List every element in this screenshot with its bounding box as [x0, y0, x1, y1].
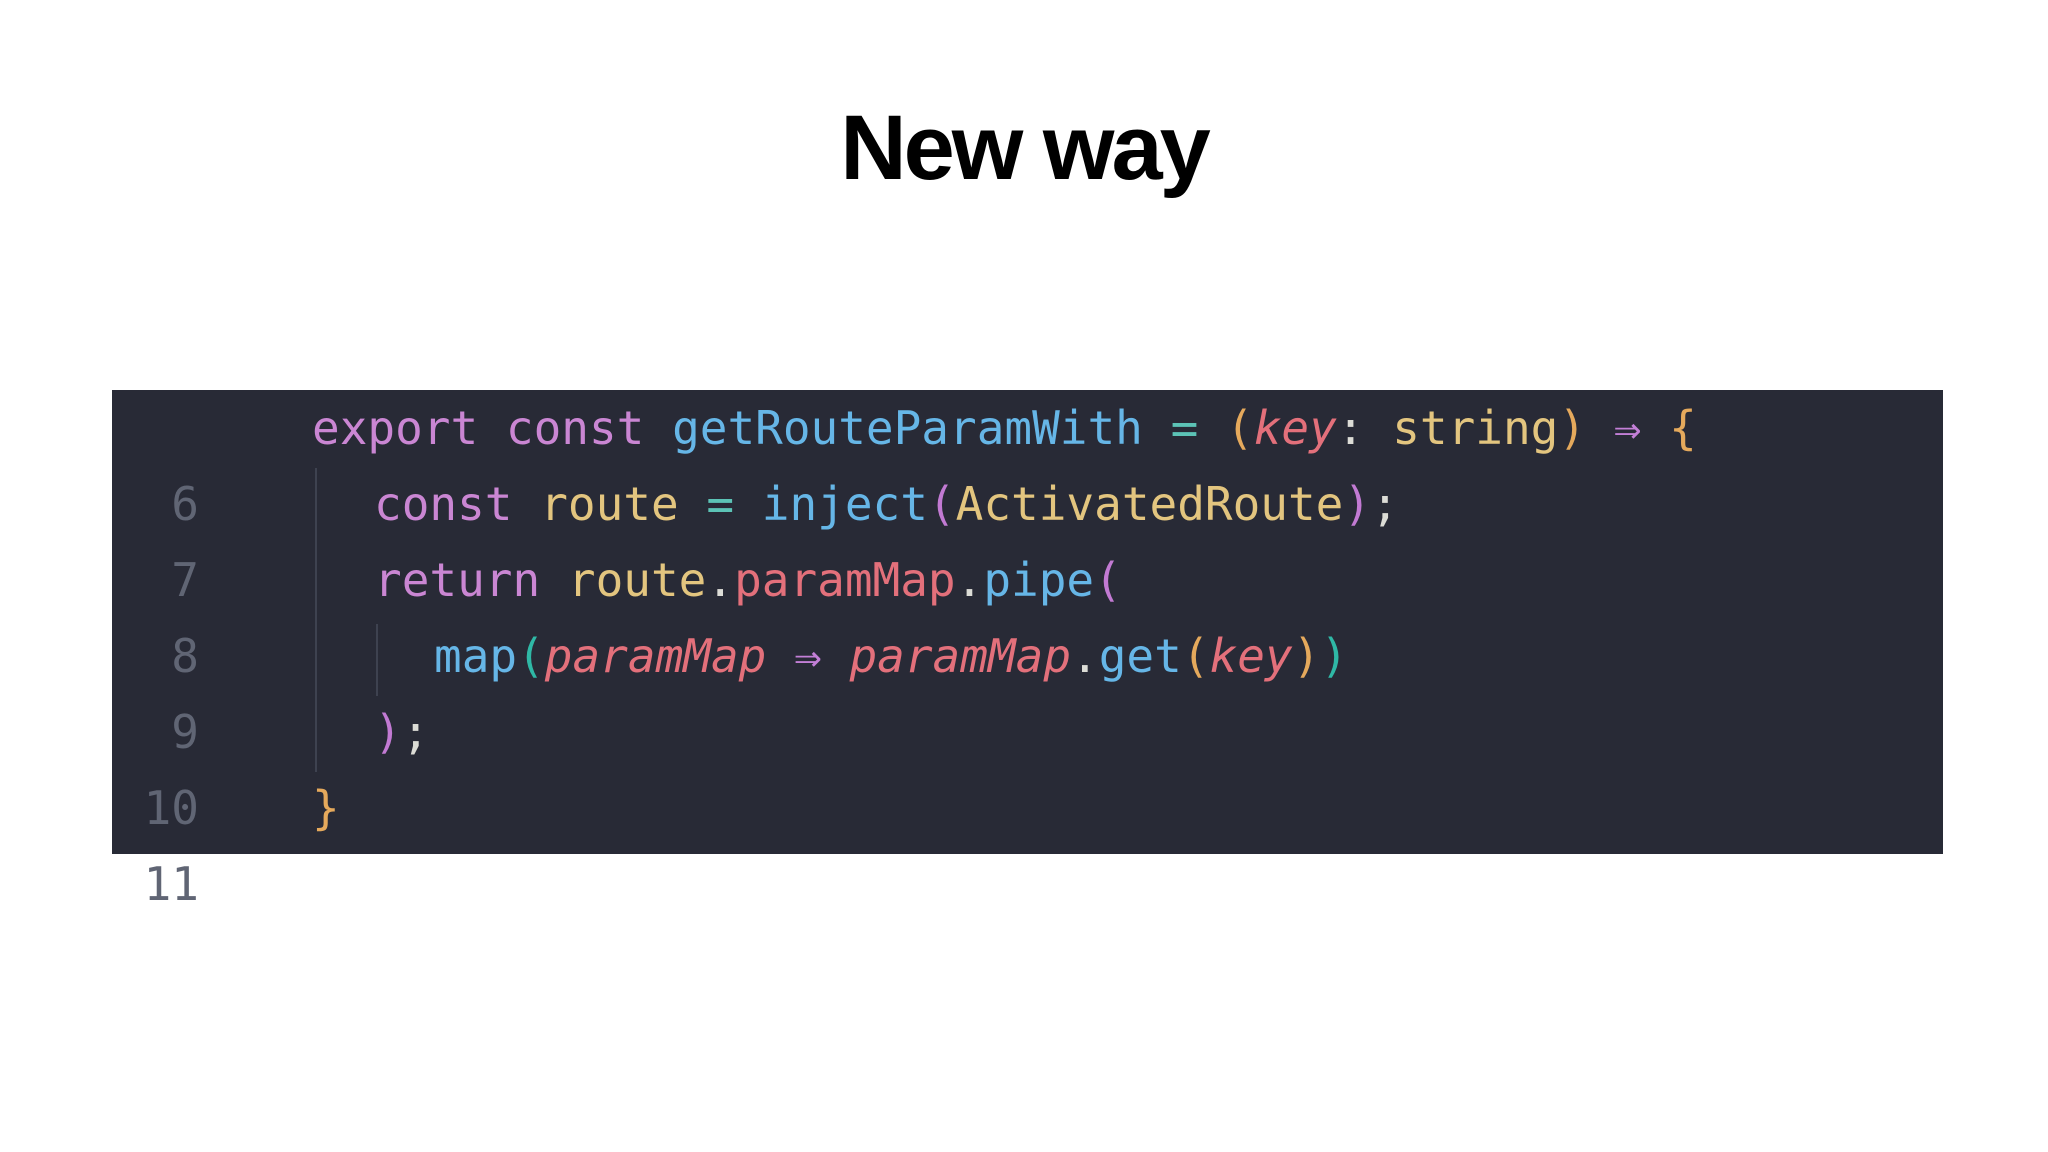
space — [1641, 401, 1669, 455]
keyword-token: return — [374, 553, 541, 607]
line-content: } — [312, 770, 340, 846]
space — [540, 553, 568, 607]
space — [478, 401, 506, 455]
space — [512, 477, 540, 531]
slide-title: New way — [840, 97, 1211, 199]
paren-token: ) — [1292, 629, 1321, 683]
paren-token: ( — [1094, 553, 1122, 607]
brace-token: } — [312, 781, 340, 835]
paren-token: ) — [1320, 629, 1349, 683]
space — [1143, 401, 1171, 455]
keyword-token: const — [505, 401, 645, 455]
line-number: 7 — [171, 553, 199, 607]
space — [822, 629, 850, 683]
type-token: string — [1392, 401, 1559, 455]
paren-token: ( — [1225, 401, 1254, 455]
code-line: 10 ); — [112, 694, 1943, 835]
paren-token: ( — [1181, 629, 1210, 683]
line-content: return route.paramMap.pipe( — [374, 542, 1122, 618]
code-line: 6 export const getRouteParamWith = (key:… — [112, 390, 1943, 531]
function-call-token: inject — [761, 477, 928, 531]
punctuation-token: . — [706, 553, 735, 607]
parameter-token: paramMap — [849, 629, 1072, 683]
function-call-token: pipe — [983, 553, 1095, 607]
punctuation-token: . — [1071, 629, 1099, 683]
line-content: map(paramMap ⇒ paramMap.get(key)) — [434, 618, 1348, 694]
line-content: export const getRouteParamWith = (key: s… — [312, 390, 1697, 466]
line-number: 10 — [143, 781, 199, 835]
operator-token: = — [1170, 401, 1199, 455]
indent-guide — [315, 468, 317, 772]
function-name-token: getRouteParamWith — [672, 401, 1143, 455]
line-number: 11 — [143, 857, 199, 911]
parameter-token: paramMap — [544, 629, 767, 683]
space — [1198, 401, 1226, 455]
keyword-token: const — [374, 477, 513, 531]
paren-token: ) — [1558, 401, 1587, 455]
space — [1364, 401, 1392, 455]
code-line: 7 const route = inject(ActivatedRoute); — [112, 466, 1943, 607]
variable-token: route — [540, 477, 679, 531]
line-number: 8 — [171, 629, 199, 683]
punctuation-token: ; — [401, 705, 430, 759]
space — [1586, 401, 1614, 455]
arrow-token: ⇒ — [794, 629, 822, 683]
line-content: ); — [374, 694, 429, 770]
paren-token: ) — [374, 705, 402, 759]
paren-token: ( — [517, 629, 545, 683]
parameter-token: key — [1209, 629, 1293, 683]
space — [679, 477, 707, 531]
space — [734, 477, 762, 531]
space — [644, 401, 672, 455]
code-line: 11 } — [112, 770, 1943, 911]
function-call-token: get — [1098, 629, 1182, 683]
punctuation-token: : — [1336, 401, 1365, 455]
function-call-token: map — [434, 629, 518, 683]
punctuation-token: . — [955, 553, 984, 607]
indent-guide — [376, 624, 378, 696]
operator-token: = — [706, 477, 735, 531]
keyword-token: export — [312, 401, 479, 455]
paren-token: ( — [927, 477, 956, 531]
line-number: 9 — [171, 705, 199, 759]
paren-token: ) — [1343, 477, 1372, 531]
code-block: 6 export const getRouteParamWith = (key:… — [112, 390, 1943, 911]
property-token: paramMap — [734, 553, 956, 607]
code-line: 9 map(paramMap ⇒ paramMap.get(key)) — [112, 618, 1943, 759]
space — [766, 629, 794, 683]
line-number: 6 — [171, 477, 199, 531]
parameter-token: key — [1253, 401, 1337, 455]
punctuation-token: ; — [1371, 477, 1399, 531]
brace-token: { — [1669, 401, 1697, 455]
code-line: 8 return route.paramMap.pipe( — [112, 542, 1943, 683]
arrow-token: ⇒ — [1613, 401, 1642, 455]
class-token: ActivatedRoute — [955, 477, 1344, 531]
variable-token: route — [567, 553, 707, 607]
line-content: const route = inject(ActivatedRoute); — [374, 466, 1399, 542]
